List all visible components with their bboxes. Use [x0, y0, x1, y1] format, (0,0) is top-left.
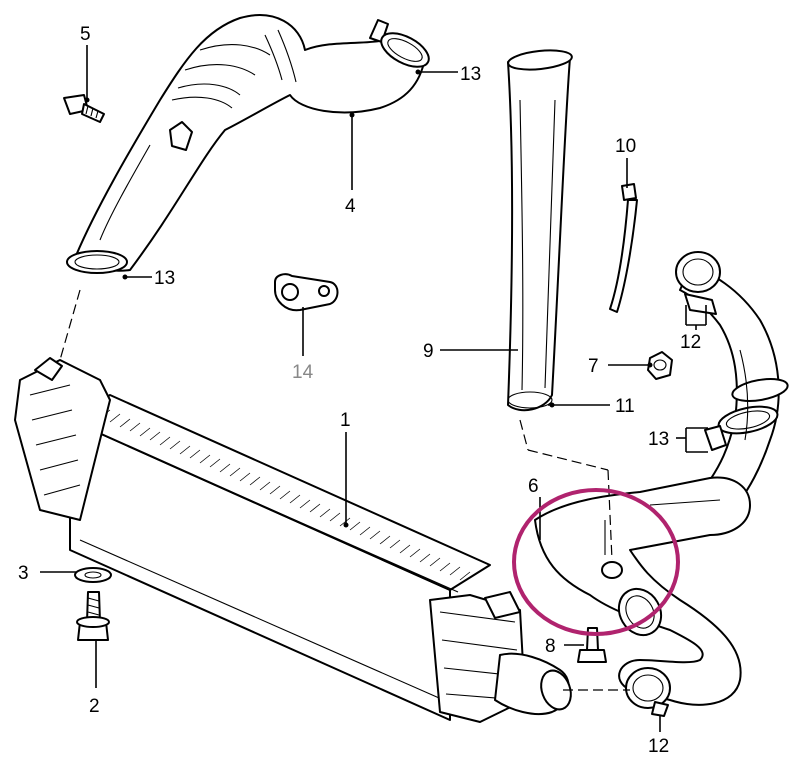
highlight-circle — [512, 488, 680, 636]
intercooler-1 — [14, 357, 572, 723]
pipe-9 — [507, 49, 573, 412]
callout-12-right: 12 — [680, 332, 701, 353]
bracket-14 — [274, 273, 339, 312]
callout-1: 1 — [340, 410, 351, 431]
callout-11: 11 — [615, 396, 635, 417]
callout-13-top: 13 — [460, 64, 481, 85]
nut-7 — [647, 351, 673, 380]
callout-9: 9 — [423, 341, 434, 362]
callout-8: 8 — [545, 636, 556, 657]
callout-12-bottom: 12 — [648, 736, 669, 757]
bolt-8 — [577, 627, 607, 663]
right-outlet-hose — [675, 251, 789, 501]
callout-6: 6 — [528, 476, 539, 497]
bolt-5 — [63, 94, 105, 123]
callout-10: 10 — [615, 136, 636, 157]
callout-13-left: 13 — [154, 268, 175, 289]
callout-4: 4 — [345, 196, 356, 217]
upper-intake-hose — [66, 14, 430, 274]
bolt-2 — [76, 591, 110, 641]
callout-labels: 5 4 13 13 14 9 11 10 7 12 13 6 8 1 3 2 1… — [18, 24, 701, 757]
lower-hose-6 — [534, 476, 751, 717]
callout-14: 14 — [292, 362, 314, 383]
cable-tie-10 — [609, 183, 638, 313]
alignment-dashes — [59, 289, 630, 691]
washer-3 — [74, 567, 112, 583]
callout-5: 5 — [80, 24, 91, 45]
callout-3: 3 — [18, 563, 29, 584]
callout-lines — [40, 45, 708, 732]
callout-2: 2 — [89, 696, 100, 717]
callout-7: 7 — [588, 356, 599, 377]
callout-13-right: 13 — [648, 429, 669, 450]
